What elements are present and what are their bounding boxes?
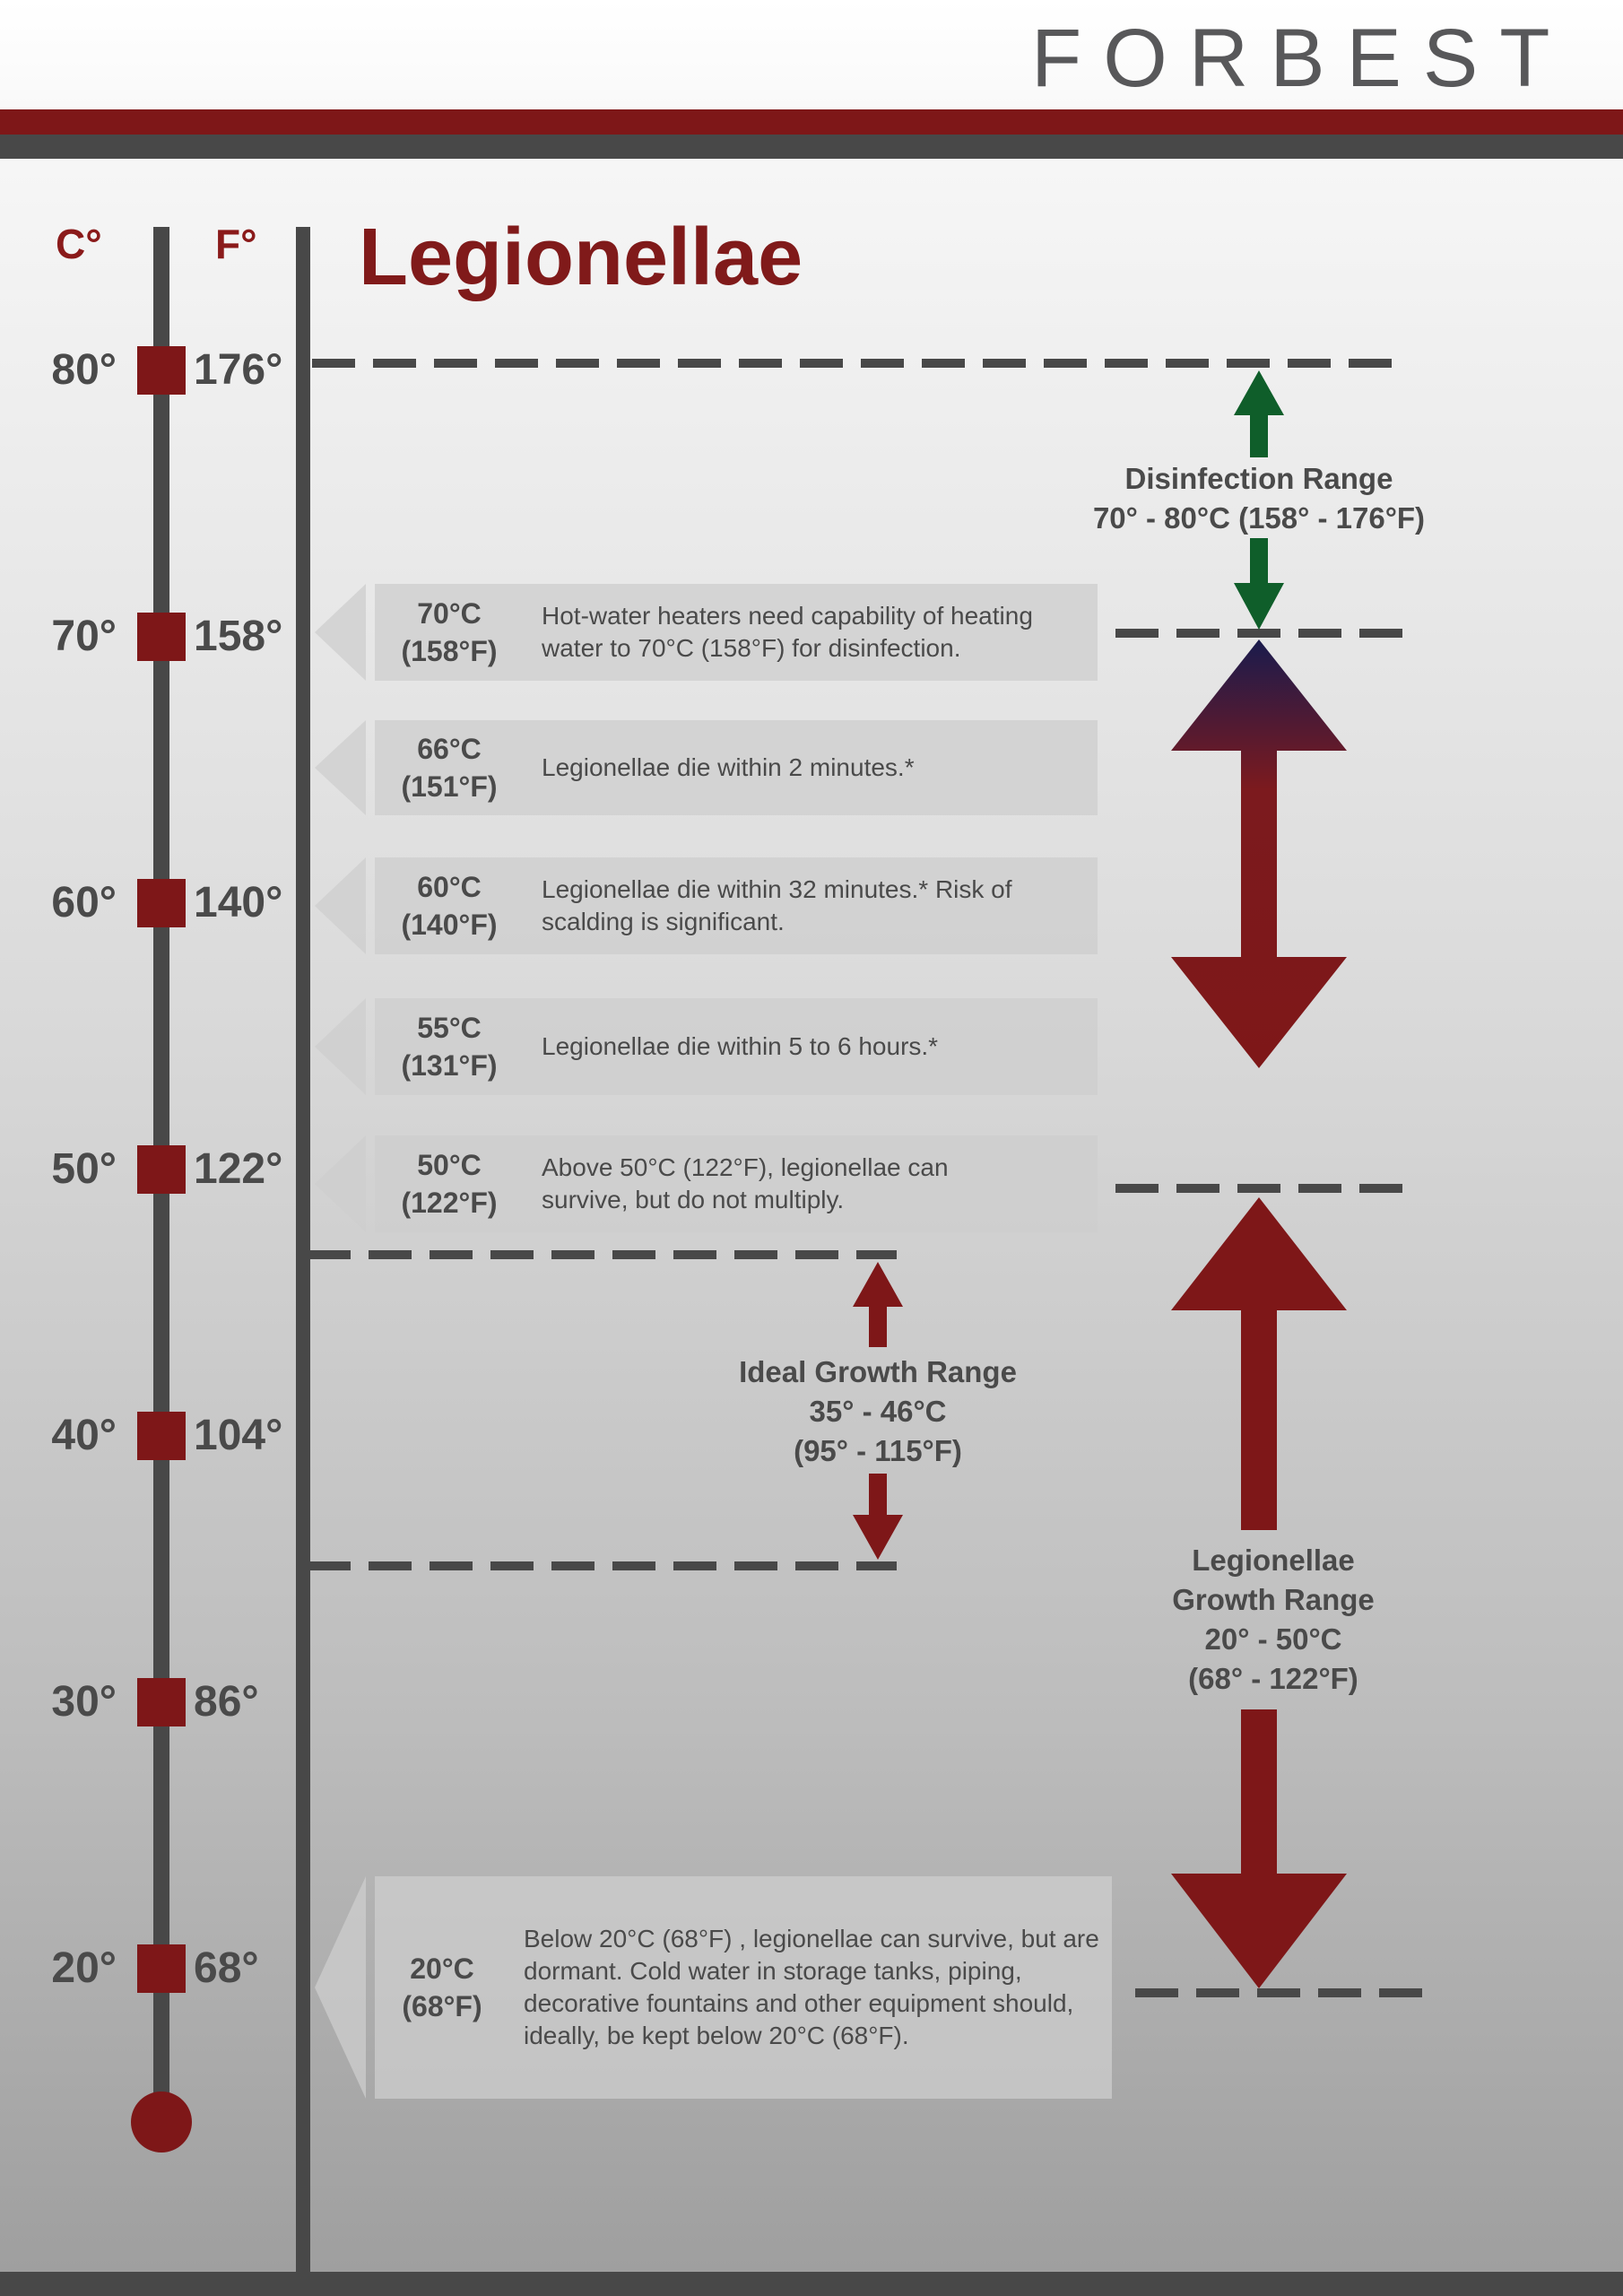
note-pointer: [315, 1876, 366, 2099]
disinfection-down-arrow: [1234, 538, 1284, 630]
fahrenheit-axis-line: [296, 227, 310, 2274]
forbest-logo: FORBEST: [1031, 13, 1605, 104]
label-line: Legionellae: [1192, 1544, 1355, 1577]
ideal-up-arrow: [853, 1262, 903, 1347]
note-temp-c: 66°C: [417, 733, 482, 765]
reference-dashed-lines: [308, 359, 1428, 1997]
note-box-66: 66°C (151°F) Legionellae die within 2 min…: [375, 720, 1098, 815]
note-text: Legionellae die within 5 to 6 hours.*: [542, 1032, 939, 1060]
note-pointer: [315, 584, 366, 681]
note-box-50: 50°C (122°F) Above 50°C (122°F), legionel…: [375, 1135, 1098, 1232]
note-temp-c: 50°C: [417, 1149, 482, 1181]
tick-fahrenheit: 68°: [194, 1944, 259, 1992]
tick-celsius: 80°: [51, 346, 117, 394]
scale-marker: [137, 879, 186, 927]
tick-celsius: 50°: [51, 1145, 117, 1193]
footer-bar: [0, 2272, 1623, 2296]
note-temp: 66°C (151°F): [375, 730, 524, 805]
tick-fahrenheit: 122°: [194, 1145, 283, 1193]
note-pointer: [315, 720, 366, 815]
note-temp-f: (158°F): [401, 635, 498, 667]
tick-celsius: 60°: [51, 879, 117, 926]
scale-marker: [137, 1678, 186, 1726]
note-box-60: 60°C (140°F) Legionellae die within 32 mi…: [375, 857, 1098, 954]
label-line: 35° - 46°C: [809, 1395, 947, 1428]
note-temp-f: (131°F): [401, 1049, 498, 1082]
note-text: Below 20°C (68°F) , legionellae can surv…: [524, 1925, 1099, 2049]
scale-marker: [137, 613, 186, 661]
disinfection-range-label: Disinfection Range 70° - 80°C (158° - 17…: [1093, 459, 1425, 538]
page-title: Legionellae: [359, 213, 803, 302]
note-pointer: [315, 1135, 366, 1232]
label-line: 20° - 50°C: [1204, 1622, 1342, 1656]
thermometer-bulb: [131, 2092, 192, 2152]
note-temp: 50°C (122°F): [375, 1146, 524, 1222]
note-box-70: 70°C (158°F) Hot-water heaters need capab…: [375, 584, 1098, 681]
growth-up-arrow: [1171, 1197, 1347, 1530]
note-pointer: [315, 998, 366, 1095]
logo-text: FORBEST: [1031, 13, 1572, 104]
tick-fahrenheit: 158°: [194, 613, 283, 660]
label-line: (95° - 115°F): [794, 1434, 962, 1467]
tick-fahrenheit: 176°: [194, 346, 283, 394]
label-line: 70° - 80°C (158° - 176°F): [1092, 501, 1426, 535]
note-box-20: 20°C (68°F) Below 20°C (68°F) , legionell…: [375, 1876, 1112, 2099]
kill-range-double-arrow: [1171, 639, 1347, 1068]
scale-marker: [137, 1412, 186, 1460]
label-line: Disinfection Range: [1124, 462, 1393, 495]
note-text: Hot-water heaters need capability of hea…: [542, 602, 1033, 662]
note-text: Above 50°C (122°F), legionellae can surv…: [542, 1153, 949, 1213]
header-grey-bar: [0, 135, 1623, 159]
ideal-growth-range-label: Ideal Growth Range 35° - 46°C (95° - 115…: [739, 1352, 1017, 1471]
label-line: (68° - 122°F): [1188, 1662, 1358, 1695]
note-temp-c: 55°C: [417, 1012, 482, 1044]
note-temp: 20°C (68°F): [375, 1950, 509, 2025]
note-temp-c: 70°C: [417, 597, 482, 630]
celsius-unit-label: C°: [56, 221, 102, 267]
growth-range-label: Legionellae Growth Range 20° - 50°C (68°…: [1172, 1541, 1375, 1699]
note-temp-f: (140°F): [401, 909, 498, 941]
tick-fahrenheit: 104°: [194, 1412, 283, 1459]
fahrenheit-unit-label: F°: [215, 221, 257, 267]
header-red-bar: [0, 109, 1623, 135]
note-box-55: 55°C (131°F) Legionellae die within 5 to …: [375, 998, 1098, 1095]
scale-marker: [137, 346, 186, 395]
note-temp-c: 20°C: [410, 1952, 474, 1985]
tick-celsius: 20°: [51, 1944, 117, 1992]
tick-fahrenheit: 140°: [194, 879, 283, 926]
label-line: Growth Range: [1172, 1583, 1375, 1616]
tick-fahrenheit: 86°: [194, 1678, 259, 1726]
note-temp: 70°C (158°F): [375, 595, 524, 670]
note-temp: 55°C (131°F): [375, 1009, 524, 1084]
growth-down-arrow: [1171, 1709, 1347, 1988]
ideal-down-arrow: [853, 1474, 903, 1560]
note-temp-f: (68°F): [402, 1990, 482, 2022]
note-text: Legionellae die within 32 minutes.* Risk…: [542, 875, 1012, 935]
note-temp: 60°C (140°F): [375, 868, 524, 944]
tick-celsius: 70°: [51, 613, 117, 660]
note-temp-c: 60°C: [417, 871, 482, 903]
scale-marker: [137, 1944, 186, 1993]
disinfection-up-arrow: [1234, 370, 1284, 457]
note-text: Legionellae die within 2 minutes.*: [542, 753, 915, 781]
label-line: Ideal Growth Range: [739, 1355, 1017, 1388]
tick-celsius: 40°: [51, 1412, 117, 1459]
note-temp-f: (122°F): [401, 1187, 498, 1219]
tick-celsius: 30°: [51, 1678, 117, 1726]
note-pointer: [315, 857, 366, 954]
scale-marker: [137, 1145, 186, 1194]
note-temp-f: (151°F): [401, 770, 498, 803]
